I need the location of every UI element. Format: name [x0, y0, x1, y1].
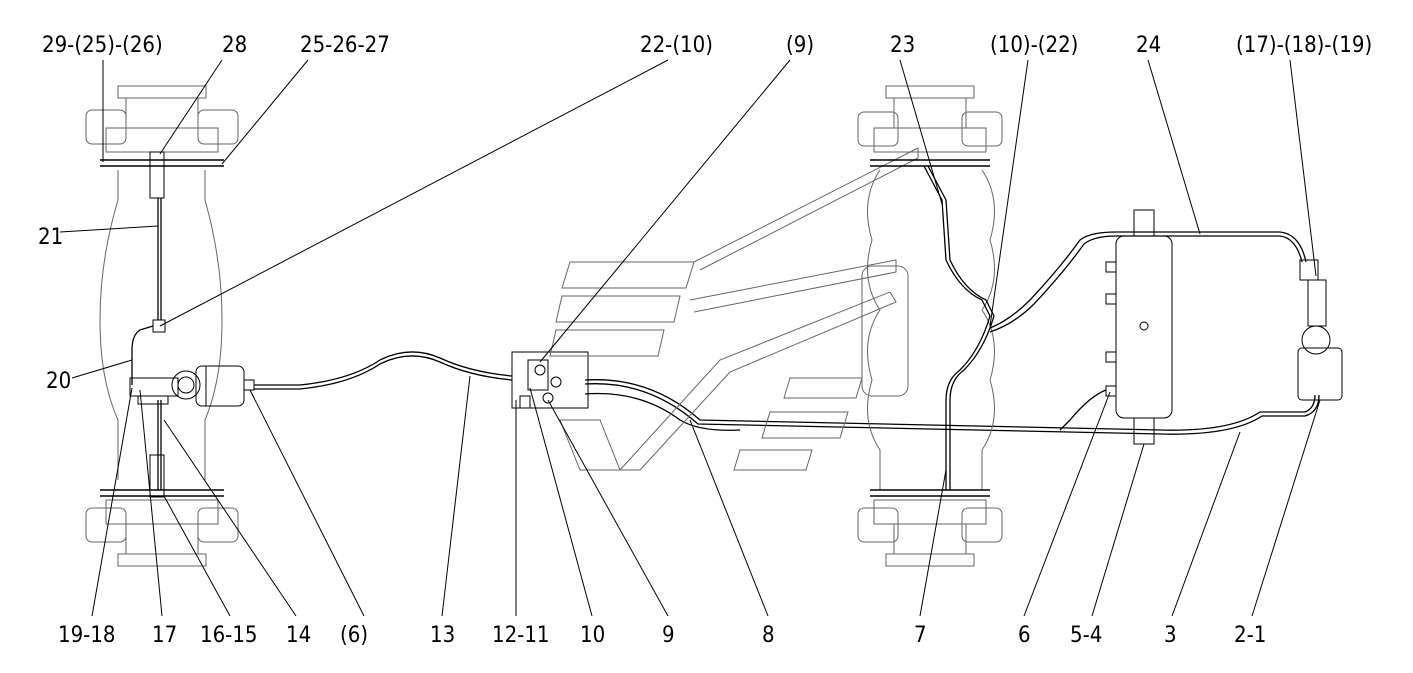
label-19-18: 19-18 [58, 623, 116, 648]
bottom-labels: 19-18 17 16-15 14 (6) 13 12-11 10 9 8 7 … [58, 623, 1266, 648]
relay-valve [1297, 259, 1343, 401]
valve-block [511, 351, 589, 409]
label-23: 23 [890, 33, 915, 58]
label-6: 6 [1018, 623, 1031, 648]
leader-lines [59, 59, 1321, 617]
label-28: 28 [222, 33, 247, 58]
label-24: 24 [1136, 33, 1161, 58]
label-10: 10 [580, 623, 605, 648]
label-10-22: (10)-(22) [990, 33, 1078, 58]
frame-outline [549, 147, 919, 471]
label-21: 21 [38, 225, 63, 250]
front-axle-assembly [85, 85, 255, 567]
label-14: 14 [286, 623, 311, 648]
label-17-18-19: (17)-(18)-(19) [1236, 33, 1372, 58]
label-12-11: 12-11 [492, 623, 550, 648]
label-8: 8 [762, 623, 775, 648]
label-13: 13 [430, 623, 455, 648]
label-16-15: 16-15 [200, 623, 258, 648]
label-6-paren: (6) [340, 623, 368, 648]
label-3: 3 [1164, 623, 1177, 648]
label-7: 7 [914, 623, 927, 648]
air-tank [989, 209, 1307, 445]
label-9-paren: (9) [786, 33, 814, 58]
left-labels: 21 20 [38, 225, 71, 394]
label-25-26-27: 25-26-27 [300, 33, 390, 58]
top-labels: 29-(25)-(26) 28 25-26-27 22-(10) (9) 23 … [42, 33, 1372, 58]
rear-axle-assembly [857, 85, 1003, 567]
label-22-10: 22-(10) [640, 33, 713, 58]
label-17: 17 [152, 623, 177, 648]
label-9: 9 [662, 623, 675, 648]
label-2-1: 2-1 [1234, 623, 1266, 648]
label-5-4: 5-4 [1070, 623, 1102, 648]
label-29-25-26: 29-(25)-(26) [42, 33, 163, 58]
main-pipes [254, 351, 1320, 435]
label-20: 20 [46, 369, 71, 394]
